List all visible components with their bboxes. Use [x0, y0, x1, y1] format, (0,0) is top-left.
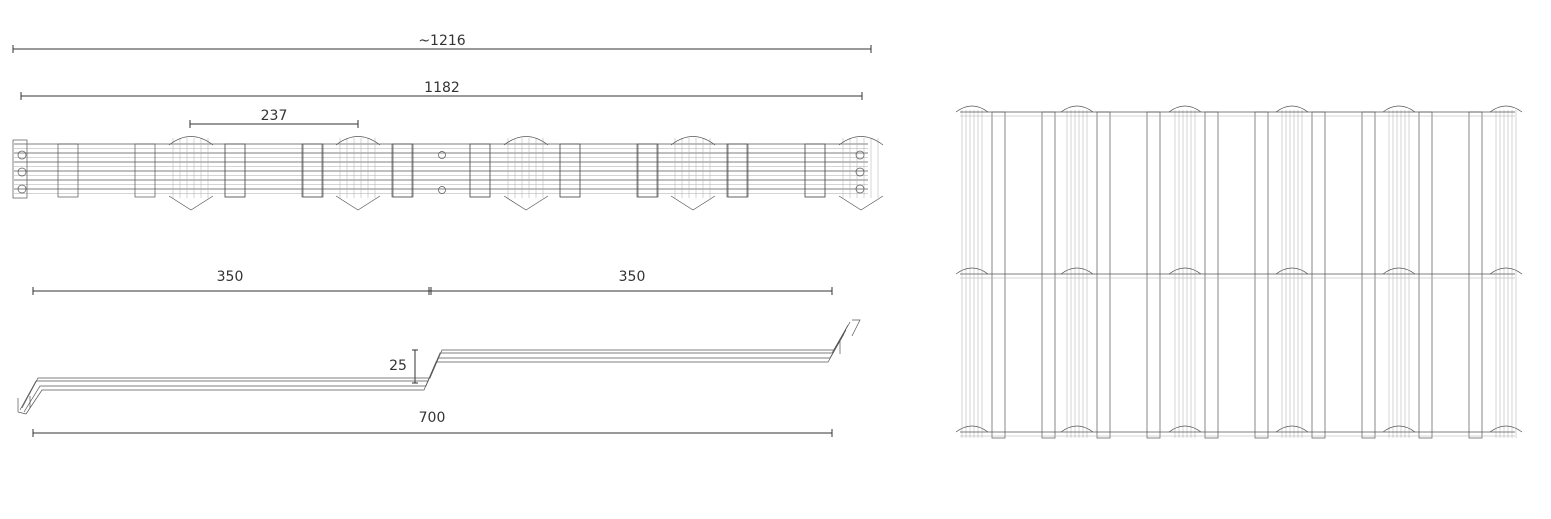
- rib: [1418, 111, 1433, 439]
- rib: [1146, 111, 1161, 439]
- dim-label-half-left: 350: [217, 269, 244, 285]
- crest: [503, 136, 549, 146]
- dim-label-pitch: 237: [261, 108, 288, 124]
- fixing-hole-icon: [17, 184, 27, 194]
- crest: [670, 136, 716, 146]
- rib: [1361, 111, 1376, 439]
- rib: [1468, 111, 1483, 439]
- dim-label-half-right: 350: [619, 269, 646, 285]
- fixing-hole-icon: [17, 167, 27, 177]
- rib: [559, 143, 581, 198]
- rib: [636, 143, 658, 198]
- fixing-hole-icon: [438, 151, 446, 159]
- dimension-half-lengths: 350 350: [32, 269, 833, 295]
- dimension-step-height: 25: [389, 349, 418, 384]
- fixing-hole-icon: [438, 186, 446, 194]
- dim-label-module: 700: [419, 410, 446, 426]
- fixing-hole-icon: [855, 167, 865, 177]
- dimension-module-length: 700: [32, 410, 833, 437]
- top-view-sheet: [955, 105, 1523, 439]
- dimension-wave-pitch: 237: [189, 108, 359, 128]
- rib: [392, 143, 414, 198]
- dim-label-total: ~1216: [418, 33, 465, 49]
- rib: [57, 143, 79, 198]
- rib: [224, 143, 246, 198]
- rib: [727, 143, 749, 198]
- rib: [1041, 111, 1056, 439]
- fixing-hole-icon: [855, 150, 865, 160]
- fixing-hole-icon: [855, 184, 865, 194]
- crest: [335, 136, 381, 146]
- rib: [469, 143, 491, 198]
- crest: [168, 136, 214, 146]
- front-view-profile: [12, 136, 884, 211]
- rib: [301, 143, 323, 198]
- rib: [1254, 111, 1269, 439]
- rib: [991, 111, 1006, 439]
- rib: [1204, 111, 1219, 439]
- rib: [804, 143, 826, 198]
- rib: [134, 143, 156, 198]
- side-view-section: [17, 319, 861, 415]
- fixing-hole-icon: [17, 150, 27, 160]
- dim-label-effective: 1182: [424, 80, 460, 96]
- dimension-effective-width: 1182: [20, 80, 863, 100]
- dimension-total-width: ~1216: [12, 33, 872, 53]
- dim-label-step: 25: [389, 358, 407, 374]
- rib: [1096, 111, 1111, 439]
- crest: [838, 136, 884, 146]
- rib: [1311, 111, 1326, 439]
